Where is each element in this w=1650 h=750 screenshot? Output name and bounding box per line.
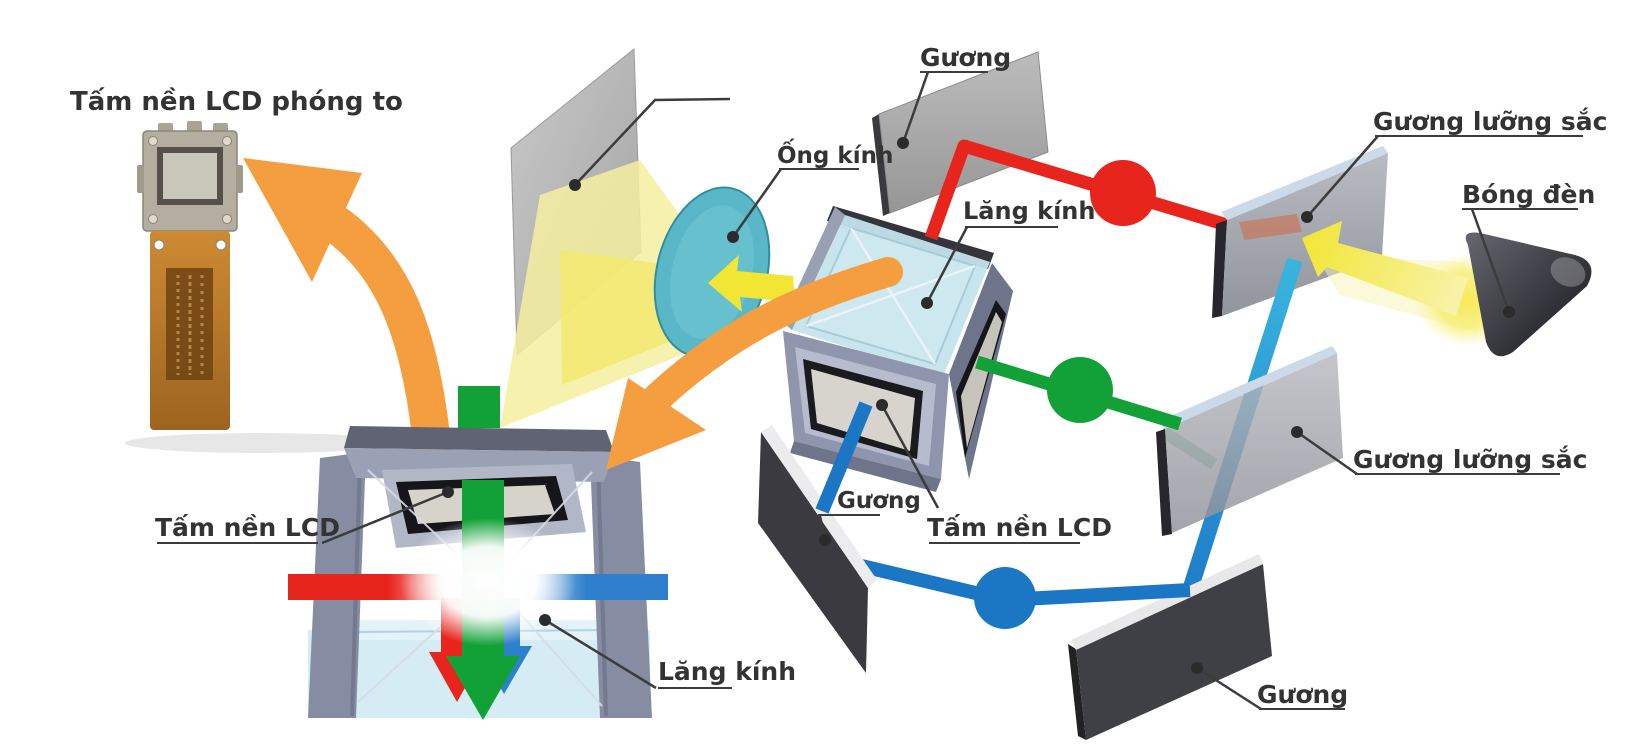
yellow-arrow-at-lens-icon <box>708 255 795 312</box>
dichroic-mirror-1 <box>1212 146 1388 318</box>
cable-hole <box>153 239 165 251</box>
label-lens: Ống kính <box>777 138 893 169</box>
leader-prism-center <box>925 226 969 304</box>
label-mirror-top: Gương <box>920 43 1011 72</box>
mirror-bottom <box>1068 554 1272 740</box>
cube-top-slab <box>344 426 614 452</box>
label-mirror-bottom: Gương <box>1257 680 1348 709</box>
lcd-chip <box>137 121 243 430</box>
leader-bulb <box>1470 208 1511 313</box>
chip-screw <box>222 136 232 146</box>
cube-bottom-edge <box>790 441 941 492</box>
label-bulb: Bóng đèn <box>1462 180 1595 209</box>
label-title: Tấm nền LCD phóng to <box>70 86 403 117</box>
mirror-top <box>872 51 1049 216</box>
chip-side-tab <box>236 165 243 193</box>
label-dichroic-2: Gương lưỡng sắc <box>1353 445 1587 474</box>
chip-screen <box>163 153 217 199</box>
chip-side-tab <box>137 165 144 193</box>
label-mirror-mid: Gương <box>837 488 921 514</box>
label-prism-left: Lăng kính <box>658 657 796 686</box>
chip-screw <box>148 214 158 224</box>
green-beam-top <box>458 386 500 428</box>
label-prism-center: Lăng kính <box>963 197 1095 225</box>
leader-screen <box>574 97 731 186</box>
yellow-arrow-lamp-icon <box>1302 221 1468 316</box>
blue-light-path-reflected <box>815 401 873 514</box>
orange-arrow-to-enlarged-cube-icon <box>606 257 903 470</box>
leader-lcd-left <box>321 490 449 545</box>
green-light-path <box>975 355 1182 431</box>
white-light-glow <box>400 518 576 646</box>
label-lcd-center: Tấm nền LCD <box>927 513 1112 542</box>
leader-prism-left <box>544 618 657 690</box>
leader-mirror-top <box>901 71 930 144</box>
watermark-smudge <box>125 433 395 453</box>
green-light-dot <box>1047 357 1113 423</box>
right-lcd-screen <box>961 312 1002 448</box>
red-reflection-stripe <box>1239 214 1302 240</box>
blue-light-path <box>847 556 1191 629</box>
leader-mirror-bottom <box>1196 666 1262 711</box>
leader-dichroic-1 <box>1306 135 1379 218</box>
leader-lens <box>731 168 783 238</box>
label-dichroic-1: Gương lưỡng sắc <box>1373 107 1607 136</box>
leader-lcd-center <box>880 404 940 509</box>
enlarged-prism-cube <box>288 386 668 720</box>
dichroic-mirror-2 <box>1156 346 1343 536</box>
cable-hole <box>215 239 227 251</box>
red-light-path <box>924 139 1229 241</box>
chip-screw <box>148 136 158 146</box>
lamp <box>1465 232 1592 357</box>
red-light-dot <box>1090 160 1156 226</box>
center-prism-cube <box>782 206 1013 492</box>
chip-screw <box>222 214 232 224</box>
chip-tab <box>187 121 202 133</box>
orange-arrow-to-chip-icon <box>243 158 451 464</box>
leader-dichroic-2 <box>1296 430 1358 476</box>
label-lcd-left: Tấm nền LCD <box>155 513 340 542</box>
